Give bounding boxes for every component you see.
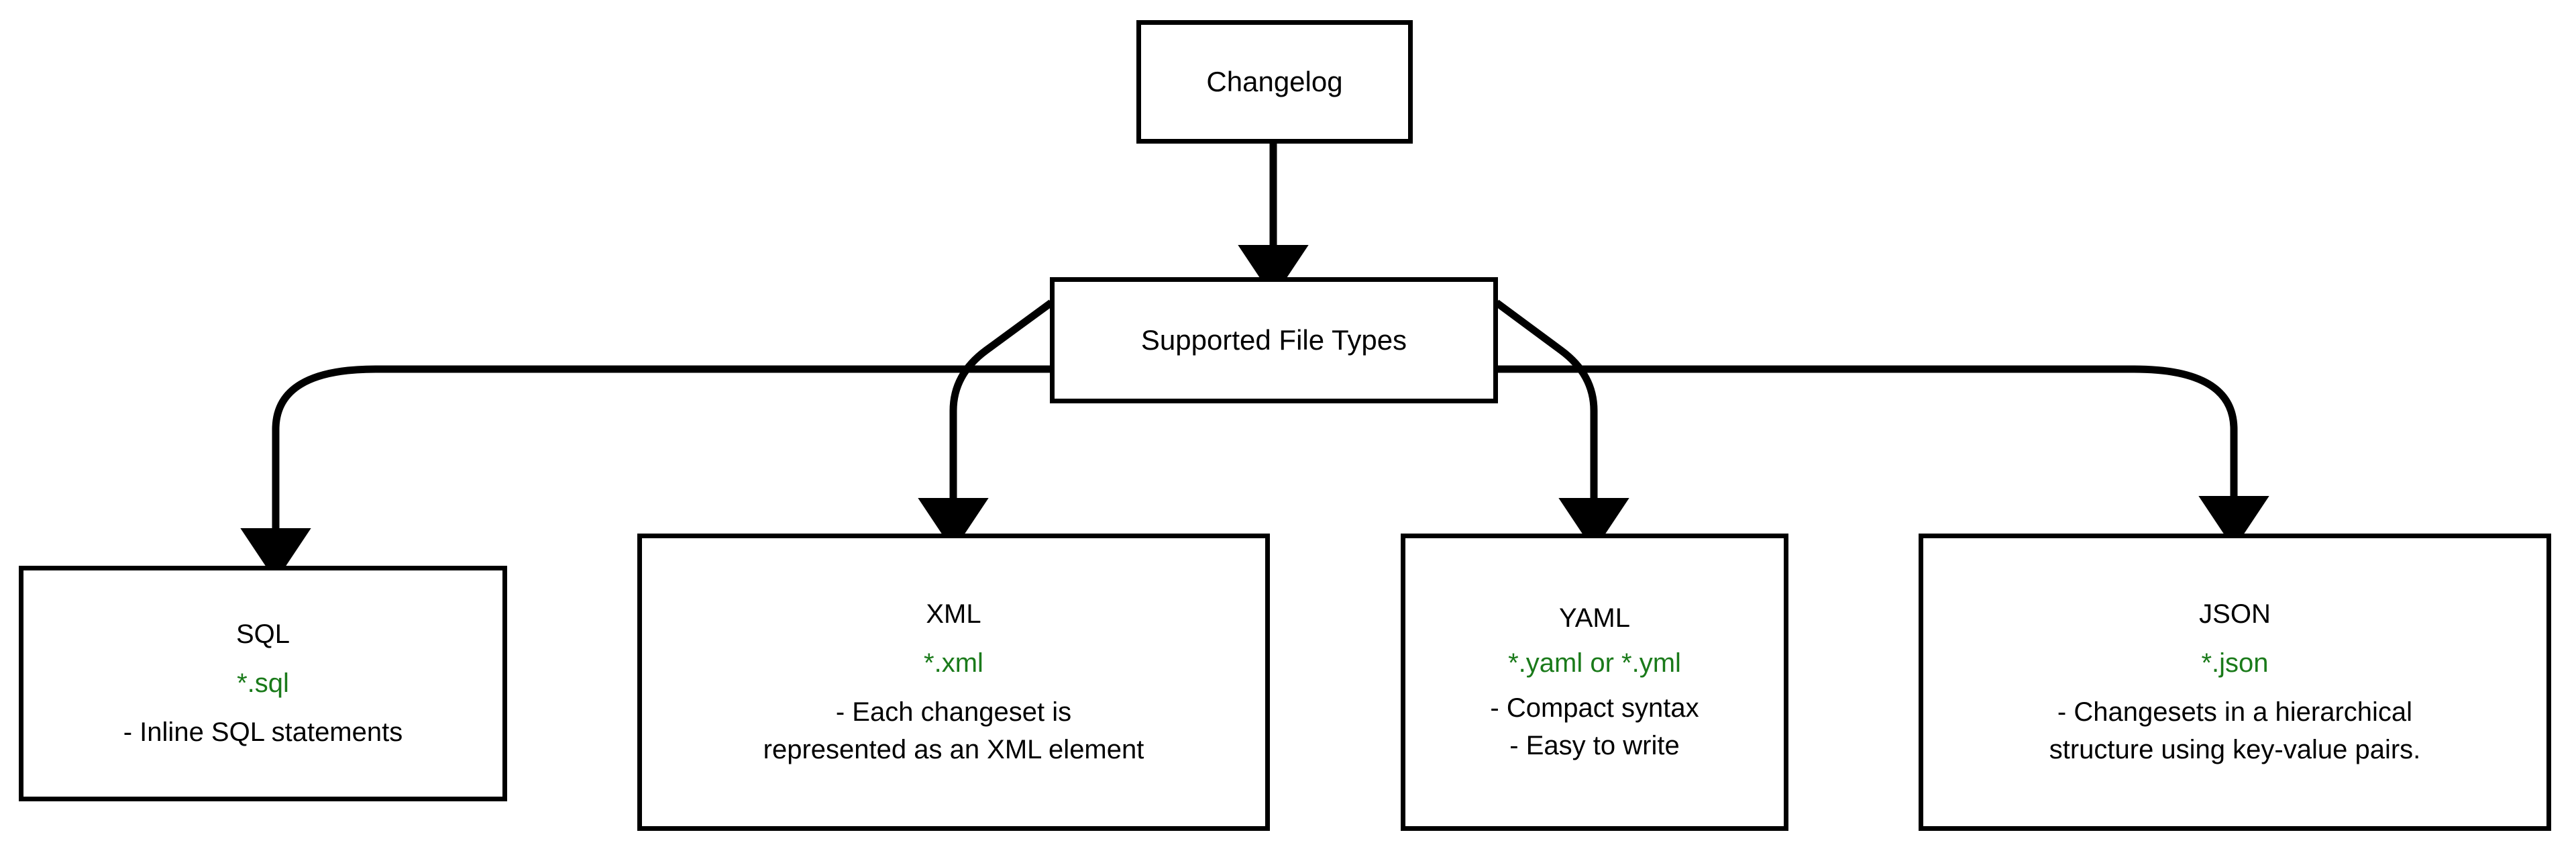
node-json[interactable]: JSON *.json - Changesets in a hierarchic…: [1919, 534, 2551, 831]
node-yaml[interactable]: YAML *.yaml or *.yml - Compact syntax - …: [1401, 534, 1788, 831]
node-json-title: JSON: [2199, 599, 2271, 629]
node-xml-title: XML: [926, 599, 981, 629]
node-xml-description-line: - Each changeset is: [835, 697, 1072, 727]
node-changelog[interactable]: Changelog: [1136, 20, 1413, 144]
node-sql-description-line: - Inline SQL statements: [123, 717, 403, 747]
node-changelog-label: Changelog: [1206, 66, 1343, 98]
node-yaml-description-line: - Compact syntax: [1490, 693, 1699, 723]
node-yaml-extension: *.yaml or *.yml: [1508, 648, 1681, 678]
edge-supported-to-json: [1498, 365, 2269, 549]
node-xml-extension: *.xml: [924, 648, 983, 678]
node-supported-file-types-label: Supported File Types: [1140, 324, 1407, 356]
node-json-extension: *.json: [2201, 648, 2269, 678]
node-json-description-line: structure using key-value pairs.: [2049, 735, 2421, 765]
node-sql-extension: *.sql: [237, 668, 289, 699]
edge-supported-to-yaml: [1494, 299, 1629, 551]
node-xml-description-line: represented as an XML element: [763, 735, 1144, 765]
edge-supported-to-sql: [240, 365, 1050, 581]
node-xml[interactable]: XML *.xml - Each changeset is represente…: [637, 534, 1270, 831]
node-yaml-title: YAML: [1559, 603, 1630, 633]
node-json-description-line: - Changesets in a hierarchical: [2057, 697, 2413, 727]
node-sql[interactable]: SQL *.sql - Inline SQL statements: [19, 566, 507, 801]
node-yaml-description-line: - Easy to write: [1509, 731, 1680, 761]
edge-supported-to-xml: [918, 299, 1054, 551]
node-supported-file-types[interactable]: Supported File Types: [1050, 277, 1498, 403]
node-sql-title: SQL: [235, 619, 290, 650]
